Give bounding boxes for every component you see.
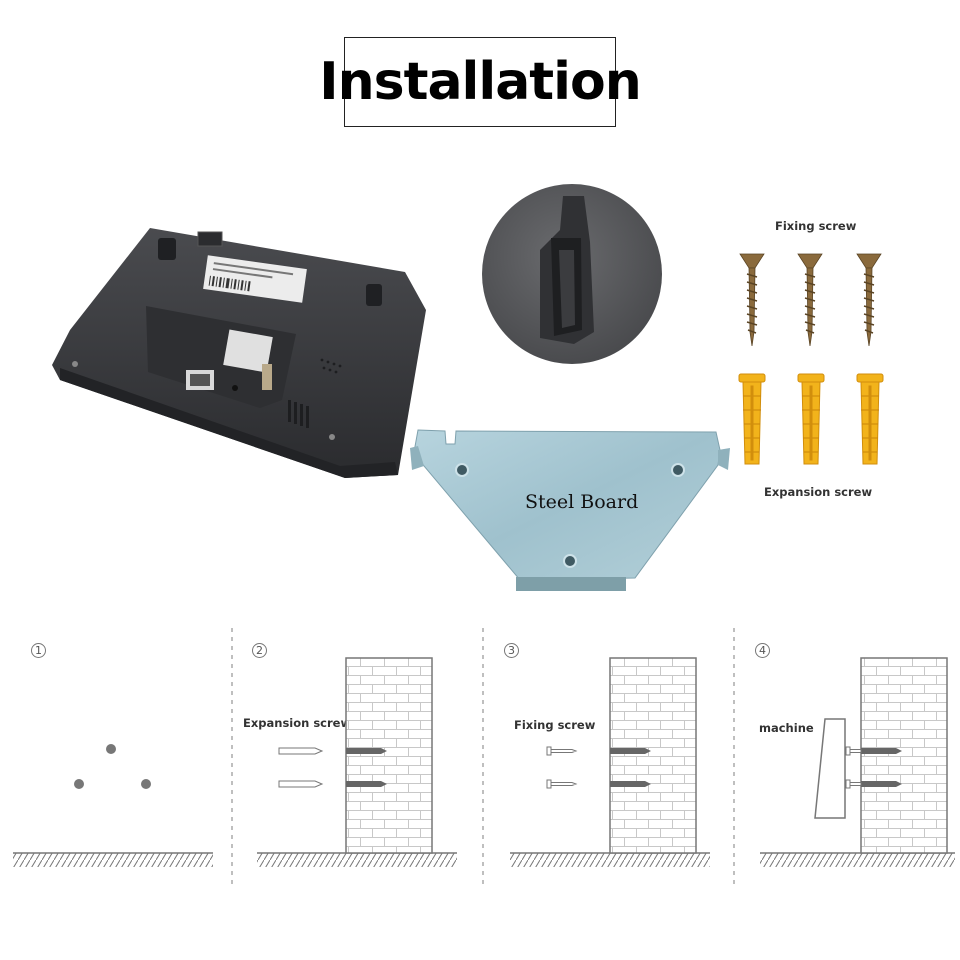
brick-wall-icon: [345, 657, 948, 854]
step-2-label: Expansion screw: [243, 716, 352, 730]
page-title: Installation: [319, 52, 641, 112]
title-box: Installation: [319, 37, 642, 127]
step-4-label: machine: [759, 721, 814, 735]
machine-outline: [814, 718, 846, 819]
steel-board-label: Steel Board: [525, 491, 639, 513]
drill-hole-dots: [74, 744, 151, 789]
fixing-screw-label: Fixing screw: [775, 219, 857, 233]
step-3-number: 3: [504, 643, 519, 658]
expansion-screw-label: Expansion screw: [764, 485, 873, 499]
step-4-number: 4: [755, 643, 770, 658]
ground-hatch-icon: [13, 852, 955, 867]
step-3-label: Fixing screw: [514, 718, 596, 732]
step-2-number: 2: [252, 643, 267, 658]
step-1-number: 1: [31, 643, 46, 658]
